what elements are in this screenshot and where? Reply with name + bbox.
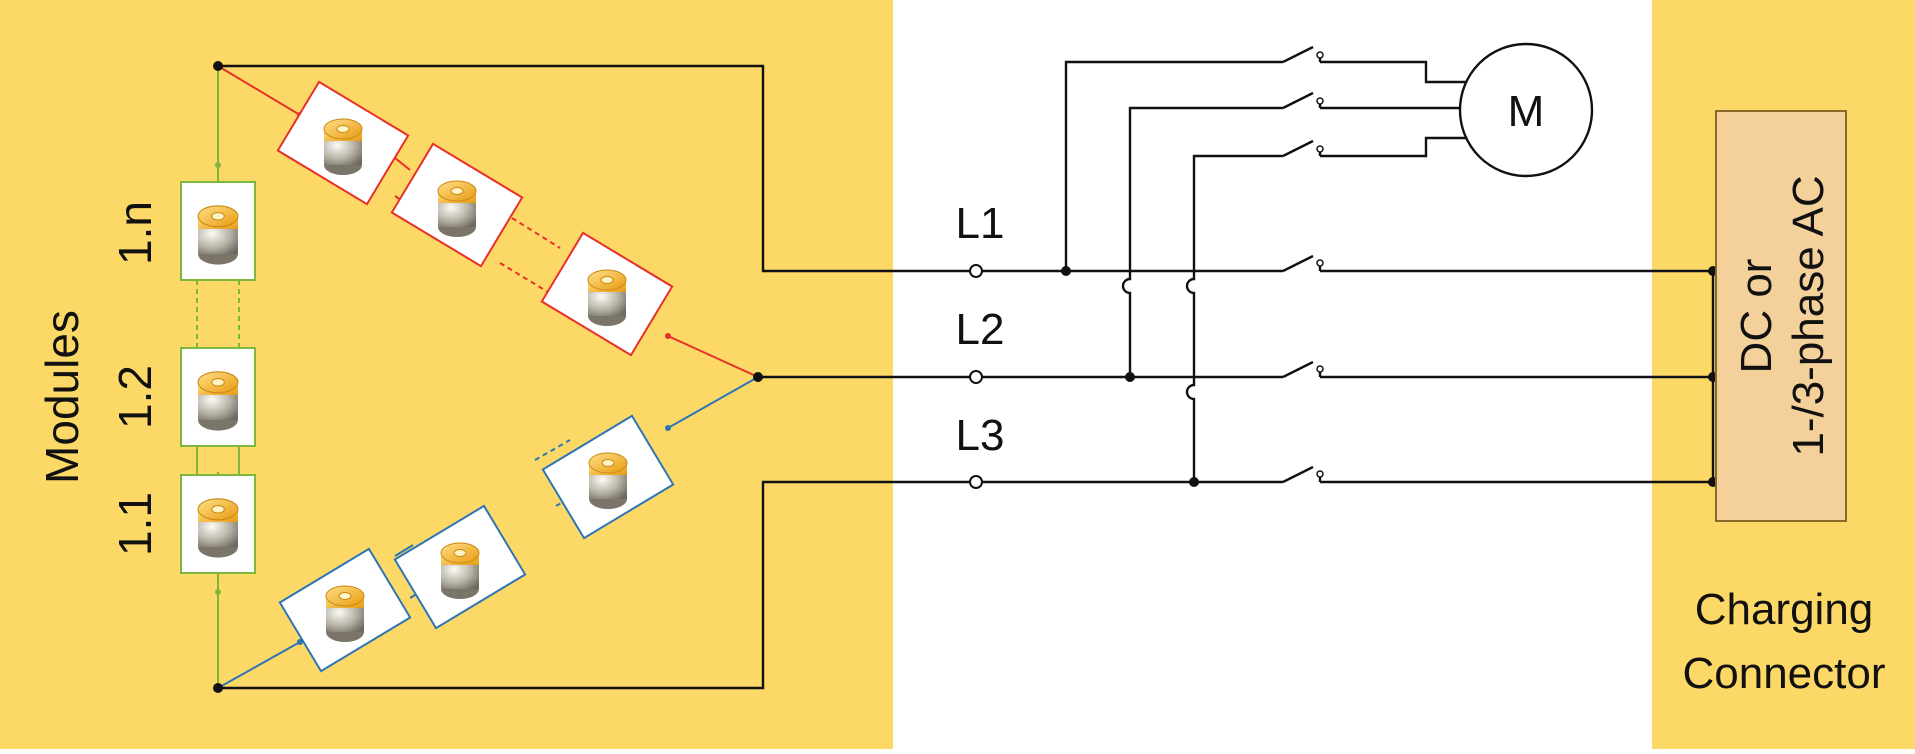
switch-icon (1282, 139, 1324, 158)
battery-icon (588, 452, 628, 510)
charger-label-line2: 1-/3-phase AC (1784, 175, 1833, 456)
charger-box (1715, 110, 1847, 522)
switch-icon (1282, 254, 1324, 273)
module-12 (180, 347, 256, 447)
module-red-n (540, 231, 674, 357)
motor-feed-L3 (1185, 154, 1283, 482)
battery-icon (197, 498, 239, 559)
battery-icon (437, 180, 477, 238)
module-12-label: 1.2 (109, 365, 161, 429)
battery-icon (197, 205, 239, 266)
motor-lead-3 (1320, 136, 1468, 158)
top-rail-wire (218, 64, 975, 273)
junction-dot-icon (213, 683, 223, 693)
motor-label: M (1508, 87, 1545, 136)
battery-icon (587, 269, 627, 327)
module-red-1 (276, 80, 410, 206)
battery-icon (197, 371, 239, 432)
battery-icon (325, 585, 365, 643)
junction-dot-icon (1061, 266, 1071, 276)
module-11-label: 1.1 (109, 492, 161, 556)
switch-icon (1282, 45, 1324, 64)
module-blue-n (541, 414, 675, 540)
phase-label-L2: L2 (956, 305, 1005, 354)
junction-dot-icon (213, 61, 223, 71)
motor-icon (1458, 42, 1594, 178)
bottom-rail-wire (218, 480, 975, 690)
motor-feed-L1 (1064, 60, 1283, 271)
junction-dot-icon (1189, 477, 1199, 487)
module-1n-label: 1.n (109, 201, 161, 265)
module-blue-2 (393, 504, 527, 630)
switch-icon (1282, 91, 1324, 110)
switch-icon (1282, 465, 1324, 484)
connector-label-line1: Charging (1695, 585, 1874, 634)
modules-label: Modules (36, 310, 88, 484)
phase-label-L3: L3 (956, 411, 1005, 460)
module-blue-1 (278, 547, 412, 673)
phase-label-L1: L1 (956, 199, 1005, 248)
terminal-icon (969, 475, 983, 489)
battery-panel (0, 0, 893, 749)
connector-label-line2: Connector (1682, 649, 1885, 698)
junction-dot-icon (753, 372, 763, 382)
motor-lead-1 (1320, 60, 1468, 84)
switch-icon (1282, 360, 1324, 379)
charger-label-line1: DC or (1732, 259, 1781, 374)
battery-icon (323, 118, 363, 176)
junction-dot-icon (1125, 372, 1135, 382)
module-11 (180, 474, 256, 574)
module-red-2 (390, 142, 524, 268)
terminal-icon (969, 370, 983, 384)
battery-icon (440, 542, 480, 600)
module-1n (180, 181, 256, 281)
motor-feed-L2 (1121, 106, 1283, 377)
terminal-icon (969, 264, 983, 278)
